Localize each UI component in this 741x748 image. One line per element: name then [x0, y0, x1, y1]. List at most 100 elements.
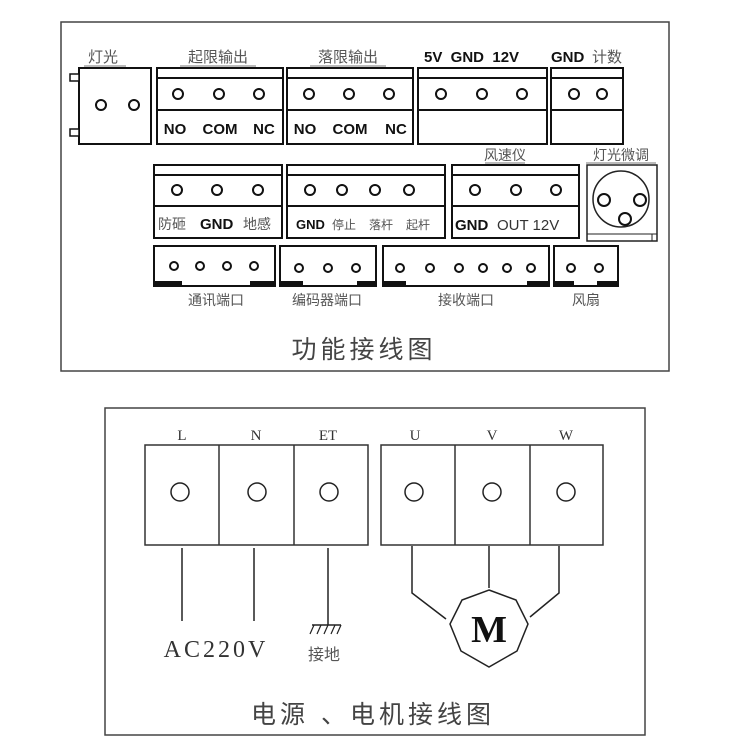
terminal-label-u: U: [410, 428, 421, 444]
pin-hole: [169, 261, 179, 271]
anti-smash-label: 防砸: [158, 217, 186, 233]
fan-label: 风扇: [572, 293, 600, 309]
terminal-screw: [319, 482, 339, 502]
pin-hole: [594, 263, 604, 273]
pin-hole: [633, 193, 647, 207]
anemometer-connector: 风速仪 GND OUT 12V: [451, 148, 580, 239]
pin-hole: [369, 184, 381, 196]
power-diagram-frame: [104, 407, 646, 736]
down-limit-connector: 落限输出 NO COM NC: [286, 48, 414, 145]
wire-u: [411, 546, 447, 620]
pin-hole: [425, 263, 435, 273]
light-label: 灯光: [88, 48, 118, 66]
counter-connector: GND 计数: [550, 48, 624, 145]
terminal-screw: [404, 482, 424, 502]
pin-hole: [294, 263, 304, 273]
pin-hole: [351, 263, 361, 273]
control-connector: GND 停止 落杆 起杆: [286, 164, 446, 239]
pin-hole: [566, 263, 576, 273]
open-gate-label: 起杆: [406, 218, 430, 232]
pin-hole: [213, 88, 225, 100]
pin-hole: [211, 184, 223, 196]
light-connector: 灯光: [69, 48, 152, 145]
receiver-port-connector: 接收端口: [382, 245, 550, 309]
pin-label-nc: NC: [253, 121, 275, 138]
terminal-label-et: ET: [319, 428, 337, 444]
up-limit-label: 起限输出: [188, 48, 248, 66]
pin-hole: [253, 88, 265, 100]
pin-hole: [435, 88, 447, 100]
function-diagram-title: 功能接线图: [291, 335, 436, 364]
terminal-screw: [556, 482, 576, 502]
pin-hole: [195, 261, 205, 271]
pin-hole: [478, 263, 488, 273]
counter-label: 计数: [592, 48, 622, 66]
pin-hole: [469, 184, 481, 196]
power-connector: 5V GND 12V: [417, 49, 548, 145]
pin-hole: [172, 88, 184, 100]
counter-gnd-label: GND: [551, 49, 585, 66]
motor-icon: M: [449, 589, 529, 668]
terminal-screw: [482, 482, 502, 502]
anti-smash-connector: 防砸 GND 地感: [153, 164, 283, 239]
function-diagram-frame: [60, 21, 670, 372]
motor-label: M: [471, 609, 507, 651]
pin-hole: [550, 184, 562, 196]
ground-label: 接地: [308, 645, 340, 664]
down-limit-label: 落限输出: [318, 48, 378, 66]
supply-voltage-label: AC220V: [164, 637, 269, 663]
power-label: 5V GND 12V: [424, 49, 519, 66]
terminal-label-v: V: [487, 428, 498, 444]
pin-hole: [597, 193, 611, 207]
stop-label: 停止: [332, 217, 356, 232]
pin-hole: [323, 263, 333, 273]
pin-label-com: COM: [203, 121, 238, 138]
terminal-label-l: L: [177, 428, 186, 444]
comm-port-connector: 通讯端口: [153, 245, 276, 309]
terminal-label-w: W: [559, 428, 574, 444]
loop-sensor-label: 地感: [243, 216, 271, 233]
pin-hole: [476, 88, 488, 100]
pin-hole: [383, 88, 395, 100]
pin-hole: [171, 184, 183, 196]
out-12v-label: OUT 12V: [497, 217, 559, 234]
motor-terminal-block: U V W: [380, 428, 604, 546]
pin-hole: [343, 88, 355, 100]
pin-hole: [252, 184, 264, 196]
power-diagram-title: 电源 、电机接线图: [251, 700, 495, 729]
pin-hole: [596, 88, 608, 100]
pin-hole: [304, 184, 316, 196]
pin-hole: [303, 88, 315, 100]
receiver-port-label: 接收端口: [438, 292, 494, 309]
pin-hole: [95, 99, 107, 111]
anemometer-label: 风速仪: [484, 148, 526, 164]
pin-label-no: NO: [164, 121, 187, 138]
pin-hole: [128, 99, 140, 111]
round-socket: [592, 170, 650, 228]
terminal-screw: [247, 482, 267, 502]
gnd-label: GND: [200, 216, 234, 233]
fan-connector: 风扇: [553, 245, 619, 309]
pin-hole: [222, 261, 232, 271]
pin-hole: [336, 184, 348, 196]
mount-tab: [69, 73, 80, 82]
pin-hole: [502, 263, 512, 273]
pin-hole: [249, 261, 259, 271]
light-adjust-label: 灯光微调: [593, 148, 649, 164]
up-limit-connector: 起限输出 NO COM NC: [156, 48, 284, 145]
pin-hole: [618, 212, 632, 226]
pin-hole: [568, 88, 580, 100]
pin-hole: [510, 184, 522, 196]
comm-port-label: 通讯端口: [188, 293, 244, 309]
pin-label-com: COM: [333, 121, 368, 138]
encoder-port-connector: 编码器端口: [279, 245, 377, 309]
encoder-port-label: 编码器端口: [292, 293, 362, 309]
pin-label-no: NO: [294, 121, 317, 138]
gnd-label: GND: [296, 217, 325, 232]
light-adjust-connector: 灯光微调: [586, 148, 658, 242]
pin-hole: [454, 263, 464, 273]
gnd-label: GND: [455, 217, 489, 234]
wire-w: [529, 546, 560, 618]
terminal-screw: [170, 482, 190, 502]
